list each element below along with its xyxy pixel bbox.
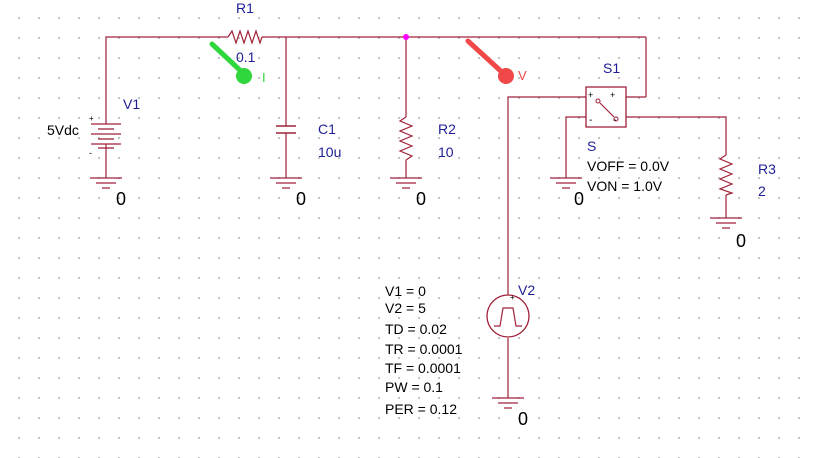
current-probe-label: I xyxy=(262,70,266,85)
resistor-r1[interactable] xyxy=(227,29,263,45)
s1-pin-minus-left: - xyxy=(589,115,592,126)
wire-s1-to-r3[interactable] xyxy=(626,116,727,155)
v2-param-per: PER = 0.12 xyxy=(385,401,457,417)
s1-pin-plus-right: + xyxy=(610,90,615,100)
v2-plus: + xyxy=(510,293,515,302)
s1-model: S xyxy=(587,138,596,154)
ground-s1 xyxy=(549,177,583,189)
v1-value: 5Vdc xyxy=(47,122,79,138)
wire-v2-control[interactable] xyxy=(507,96,586,295)
resistor-r3[interactable] xyxy=(718,154,734,196)
capacitor-c1[interactable] xyxy=(276,125,296,134)
r3-value: 2 xyxy=(758,183,766,199)
ground-label-v1: 0 xyxy=(116,189,126,209)
r2-ref: R2 xyxy=(438,121,456,137)
v2-param-pw: PW = 0.1 xyxy=(385,379,443,395)
wire-top-left[interactable] xyxy=(105,36,228,121)
v1-plus: + xyxy=(89,114,94,123)
ground-label-v2: 0 xyxy=(518,409,528,429)
r1-ref: R1 xyxy=(236,0,254,16)
voltage-probe-label: V xyxy=(518,68,527,83)
ground-v1 xyxy=(89,177,123,189)
node-marker[interactable] xyxy=(403,34,409,40)
v2-ref: V2 xyxy=(518,282,535,298)
s1-param-von: VON = 1.0V xyxy=(587,178,663,194)
switch-s1[interactable] xyxy=(585,86,627,128)
v1-minus: - xyxy=(89,148,92,158)
resistor-r2[interactable] xyxy=(398,116,414,161)
ground-label-c1: 0 xyxy=(296,189,306,209)
ground-label-r2: 0 xyxy=(416,189,426,209)
c1-ref: C1 xyxy=(318,121,336,137)
v2-param-td: TD = 0.02 xyxy=(385,321,447,337)
ground-v2 xyxy=(491,397,525,409)
v2-param-tf: TF = 0.0001 xyxy=(385,360,461,376)
ground-label-r3: 0 xyxy=(736,231,746,251)
r1-value: 0.1 xyxy=(236,49,256,65)
v2-param-tr: TR = 0.0001 xyxy=(385,341,463,357)
voltage-probe[interactable]: V xyxy=(465,38,527,84)
v1-ref: V1 xyxy=(123,96,140,112)
ground-r3 xyxy=(709,217,743,229)
r2-value: 10 xyxy=(438,144,454,160)
current-probe[interactable]: I xyxy=(209,41,266,85)
ground-c1 xyxy=(269,177,303,189)
v2-param-v1: V1 = 0 xyxy=(385,283,426,299)
s1-pin-plus-left: + xyxy=(588,90,593,100)
wire-s1-minus-left[interactable] xyxy=(565,116,586,178)
v2-param-v2: V2 = 5 xyxy=(385,300,426,316)
c1-value: 10u xyxy=(318,144,341,160)
pulse-source-v2[interactable] xyxy=(486,294,530,338)
s1-param-voff: VOFF = 0.0V xyxy=(587,158,670,174)
ground-label-s1: 0 xyxy=(574,189,584,209)
s1-ref: S1 xyxy=(603,60,620,76)
r3-ref: R3 xyxy=(758,161,776,177)
wires xyxy=(105,36,727,398)
s1-pin-minus-right: - xyxy=(613,115,616,126)
ground-r2 xyxy=(389,177,423,189)
